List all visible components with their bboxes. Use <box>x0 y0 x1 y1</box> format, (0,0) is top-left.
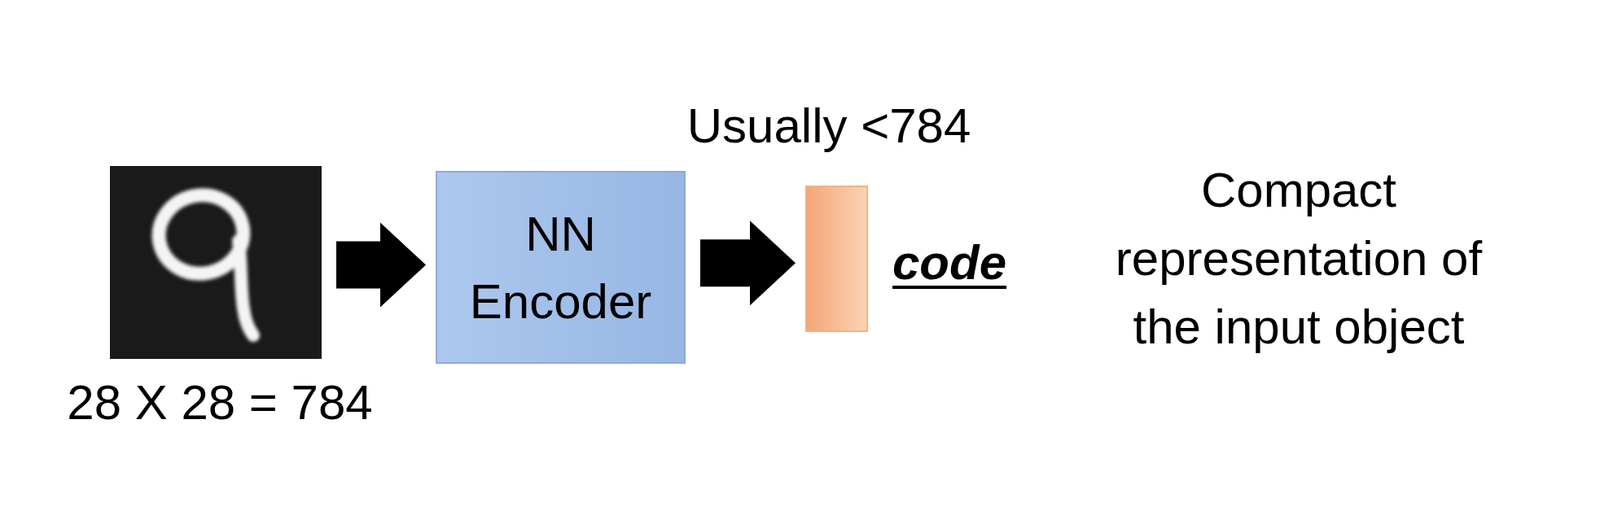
code-vector: Usually <784code <box>805 185 868 333</box>
block-arrow <box>336 223 426 308</box>
description-note: Compact representation of the input obje… <box>1078 156 1519 362</box>
code-size-note: Usually <784 <box>687 92 972 161</box>
block-arrow <box>700 220 796 306</box>
encoder-label: NN Encoder <box>459 200 663 336</box>
code-label: code <box>892 228 1007 298</box>
input-size: 28 X 28 = 784 <box>66 368 373 438</box>
input-image: 28 X 28 = 784 <box>109 166 322 360</box>
encoder-box: NN Encoder <box>435 170 686 364</box>
digit-stroke <box>151 187 254 336</box>
digit-image <box>109 166 322 360</box>
